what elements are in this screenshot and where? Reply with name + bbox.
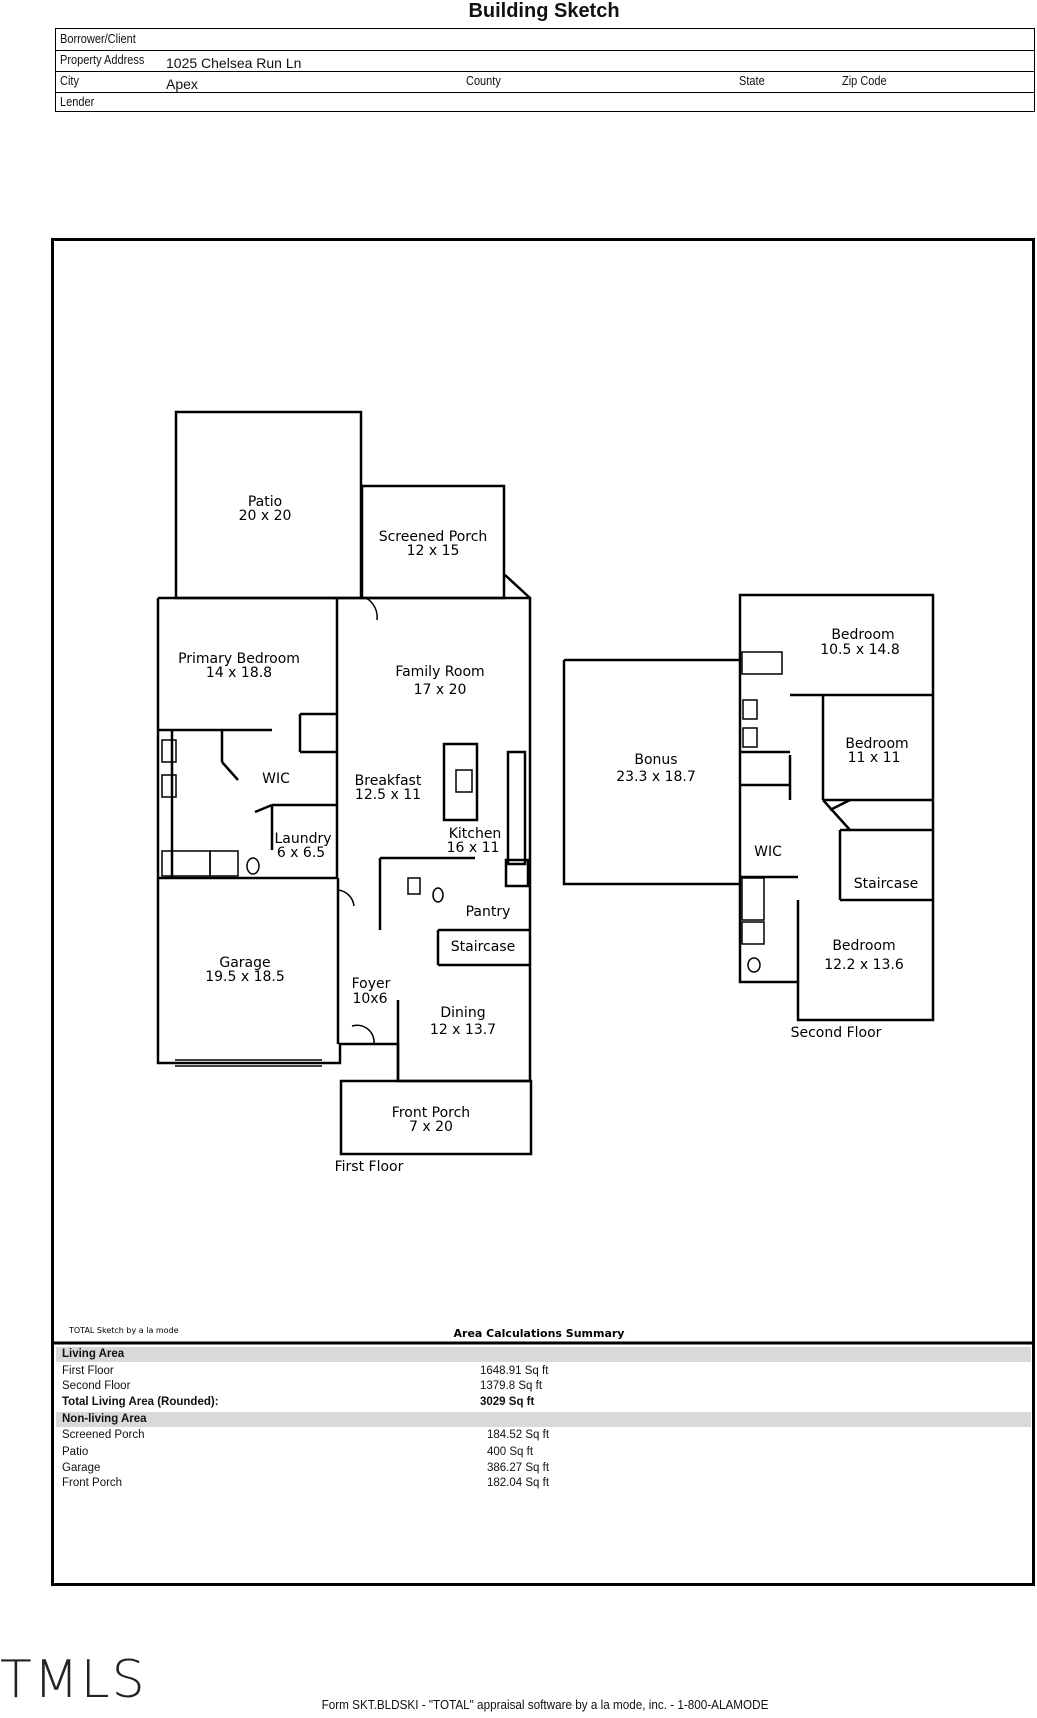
room-dim-laundry: 6 x 6.5 [277, 845, 325, 861]
room-label-dining: Dining [440, 1005, 485, 1021]
second-floor-outline [562, 593, 935, 1022]
room-label-pantry: Pantry [466, 904, 511, 920]
room-dim-foyer: 10x6 [352, 991, 387, 1007]
room-label-garage: Garage [219, 955, 270, 971]
room-label-front-porch: Front Porch [392, 1105, 470, 1121]
room-dim-bonus: 23.3 x 18.7 [616, 769, 696, 785]
second-floor-label: Second Floor [791, 1025, 882, 1041]
room-dim-patio: 20 x 20 [239, 508, 292, 524]
room-label-bedroom-1: Bedroom [831, 627, 894, 643]
room-label-kitchen: Kitchen [449, 826, 502, 842]
screened-porch-area-label: Screened Porch [62, 1429, 145, 1441]
room-label-family-room: Family Room [395, 664, 484, 680]
front-porch-outline [339, 1079, 533, 1156]
city-label: City [60, 74, 79, 88]
room-label-staircase-second: Staircase [854, 876, 918, 892]
room-dim-garage: 19.5 x 18.5 [205, 969, 285, 985]
living-area-header: Living Area [62, 1348, 125, 1360]
address-label: Property Address [60, 53, 145, 67]
property-header-table: Borrower/Client Property Address 1025 Ch… [55, 28, 1035, 112]
screened-porch-area-value: 184.52 Sq ft [487, 1429, 550, 1441]
room-label-patio: Patio [248, 494, 282, 510]
room-label-bonus: Bonus [634, 752, 677, 768]
total-living-area-label: Total Living Area (Rounded): [62, 1396, 219, 1408]
sketch-frame [51, 238, 1035, 1586]
second-floor-area-value: 1379.8 Sq ft [480, 1380, 543, 1392]
room-label-bedroom-2: Bedroom [845, 736, 908, 752]
borrower-label: Borrower/Client [60, 32, 136, 46]
room-labels: Patio 20 x 20 Screened Porch 12 x 15 Pri… [178, 494, 918, 1175]
front-porch-area-value: 182.04 Sq ft [487, 1477, 550, 1489]
address-value: 1025 Chelsea Run Ln [166, 55, 302, 71]
room-dim-primary-bedroom: 14 x 18.8 [206, 665, 272, 681]
first-floor-area-label: First Floor [62, 1365, 114, 1377]
room-dim-bedroom-2: 11 x 11 [848, 750, 901, 766]
first-floor-label: First Floor [335, 1159, 404, 1175]
room-dim-front-porch: 7 x 20 [409, 1119, 453, 1135]
second-floor-area-label: Second Floor [62, 1380, 131, 1392]
room-label-bedroom-3: Bedroom [832, 938, 895, 954]
room-label-wic-first: WIC [262, 771, 290, 787]
room-dim-breakfast: 12.5 x 11 [355, 787, 421, 803]
page-title: Building Sketch [468, 0, 620, 22]
room-label-primary-bedroom: Primary Bedroom [178, 651, 300, 667]
lender-row: Lender [56, 92, 1034, 113]
zip-label: Zip Code [842, 74, 887, 88]
room-label-laundry: Laundry [274, 831, 331, 847]
sketch-credit: TOTAL Sketch by a la mode [68, 1326, 179, 1335]
mls-logo: TMLS [0, 1650, 147, 1710]
total-living-area-value: 3029 Sq ft [480, 1396, 535, 1408]
garage-area-label: Garage [62, 1462, 101, 1474]
non-living-area-bar [56, 1412, 1031, 1427]
room-dim-dining: 12 x 13.7 [430, 1022, 496, 1038]
living-area-bar [56, 1347, 1031, 1362]
patio-area-value: 400 Sq ft [487, 1446, 534, 1458]
lender-label: Lender [60, 95, 95, 109]
room-dim-bedroom-1: 10.5 x 14.8 [820, 642, 900, 658]
room-dim-screened-porch: 12 x 15 [407, 543, 460, 559]
room-label-breakfast: Breakfast [355, 773, 422, 789]
patio-area-label: Patio [62, 1446, 89, 1458]
room-dim-bedroom-3: 12.2 x 13.6 [824, 957, 904, 973]
first-floor-area-value: 1648.91 Sq ft [480, 1365, 549, 1377]
room-label-staircase-first: Staircase [451, 939, 515, 955]
non-living-area-header: Non-living Area [62, 1413, 147, 1425]
garage-area-value: 386.27 Sq ft [487, 1462, 550, 1474]
state-label: State [739, 74, 765, 88]
form-footer: Form SKT.BLDSKI - "TOTAL" appraisal soft… [321, 1697, 769, 1712]
borrower-row: Borrower/Client [56, 29, 1034, 51]
summary-title: Area Calculations Summary [454, 1327, 625, 1340]
county-label: County [466, 74, 501, 88]
room-dim-kitchen: 16 x 11 [447, 840, 500, 856]
city-value: Apex [166, 76, 198, 92]
room-dim-family-room: 17 x 20 [414, 682, 467, 698]
address-row: Property Address 1025 Chelsea Run Ln [56, 50, 1034, 72]
front-porch-area-label: Front Porch [62, 1477, 123, 1489]
room-label-screened-porch: Screened Porch [379, 529, 488, 545]
room-label-foyer: Foyer [352, 976, 391, 992]
city-row: City Apex County State Zip Code [56, 71, 1034, 93]
room-label-wic-second: WIC [754, 844, 782, 860]
